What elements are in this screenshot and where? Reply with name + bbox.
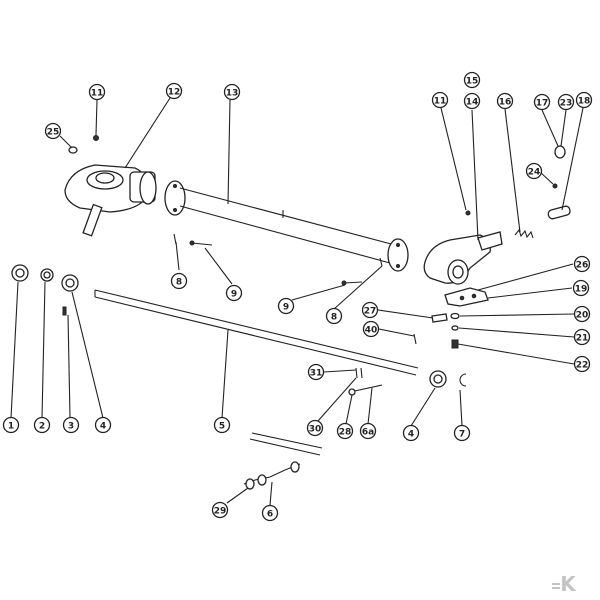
callout: 8 (325, 307, 343, 325)
bearing-parts-left (11, 264, 79, 316)
callout: 9 (225, 284, 243, 302)
svg-text:40: 40 (365, 326, 378, 336)
svg-text:8: 8 (331, 313, 337, 323)
svg-text:20: 20 (576, 311, 589, 321)
drive-shaft (94, 289, 419, 376)
callout: 18 (575, 91, 593, 109)
svg-text:28: 28 (339, 428, 352, 438)
svg-text:1: 1 (8, 422, 14, 432)
callout: 6 (261, 504, 279, 522)
short-shaft (243, 432, 323, 490)
svg-text:5: 5 (219, 422, 225, 432)
callout: 7 (453, 424, 471, 442)
svg-text:3: 3 (68, 422, 74, 432)
callout: 24 (525, 162, 543, 180)
svg-text:4: 4 (408, 430, 414, 440)
svg-text:26: 26 (576, 261, 589, 271)
callout: 1 (2, 416, 20, 434)
callout: 15 (463, 71, 481, 89)
svg-text:17: 17 (536, 99, 549, 109)
svg-text:4: 4 (100, 422, 106, 432)
svg-text:16: 16 (499, 98, 512, 108)
callout: 8 (170, 272, 188, 290)
callout: 29 (211, 501, 229, 519)
brand-logo: K (552, 572, 577, 596)
callout: 19 (572, 279, 590, 297)
svg-text:11: 11 (91, 89, 104, 99)
svg-text:9: 9 (231, 290, 237, 300)
main-tube (164, 180, 409, 272)
callout: 4 (94, 416, 112, 434)
callout: 5 (213, 416, 231, 434)
svg-text:25: 25 (47, 128, 60, 138)
svg-text:14: 14 (466, 98, 479, 108)
callout: 31 (307, 363, 325, 381)
svg-text:19: 19 (575, 285, 588, 295)
svg-text:8: 8 (176, 278, 182, 288)
callout: 17 (533, 93, 551, 111)
bracket-plate (431, 287, 489, 349)
svg-text:13: 13 (226, 89, 239, 99)
callout: 2 (33, 416, 51, 434)
callout: 20 (573, 305, 591, 323)
callout: 6a (359, 422, 377, 440)
callout: 4 (402, 424, 420, 442)
callout: 12 (165, 82, 183, 100)
svg-text:11: 11 (434, 97, 447, 107)
callout: 30 (306, 419, 324, 437)
callout: 21 (573, 328, 591, 346)
bearing-parts-right (429, 370, 467, 388)
callout: 16 (496, 92, 514, 110)
svg-text:24: 24 (528, 168, 541, 178)
svg-text:27: 27 (364, 307, 377, 317)
svg-text:15: 15 (466, 77, 479, 87)
svg-text:18: 18 (578, 97, 591, 107)
pin-part (547, 205, 571, 220)
small-screws (68, 135, 471, 345)
callout: 13 (223, 83, 241, 101)
gearbox-housing-right (423, 231, 503, 285)
callout: 11 (88, 83, 106, 101)
callout: 11 (431, 91, 449, 109)
callout: 25 (44, 122, 62, 140)
callout: 14 (463, 92, 481, 110)
svg-text:12: 12 (168, 88, 181, 98)
callout: 40 (362, 320, 380, 338)
svg-text:21: 21 (576, 334, 589, 344)
small-ball-part (552, 145, 566, 189)
callout: 22 (573, 355, 591, 373)
svg-text:7: 7 (459, 430, 465, 440)
svg-text:6: 6 (267, 510, 273, 520)
gearbox-housing-left (64, 164, 157, 237)
callouts: 1 2 3 4 5 4 7 6 29 30 28 6a 31 40 8 9 8 … (2, 71, 593, 522)
callout: 9 (277, 297, 295, 315)
callout: 26 (573, 255, 591, 273)
callout: 23 (557, 93, 575, 111)
svg-text:22: 22 (576, 361, 589, 371)
callout: 28 (336, 422, 354, 440)
spring-part (514, 228, 534, 239)
bolt-parts-middle (348, 367, 383, 396)
svg-text:29: 29 (214, 507, 227, 517)
svg-text:30: 30 (309, 425, 322, 435)
callout: 3 (62, 416, 80, 434)
svg-text:9: 9 (283, 303, 289, 313)
svg-text:6a: 6a (362, 428, 374, 438)
leader-lines (10, 97, 584, 506)
brand-logo-text: K (560, 572, 577, 596)
callout: 27 (361, 301, 379, 319)
svg-text:31: 31 (310, 369, 323, 379)
svg-text:23: 23 (560, 99, 573, 109)
svg-text:2: 2 (39, 422, 45, 432)
